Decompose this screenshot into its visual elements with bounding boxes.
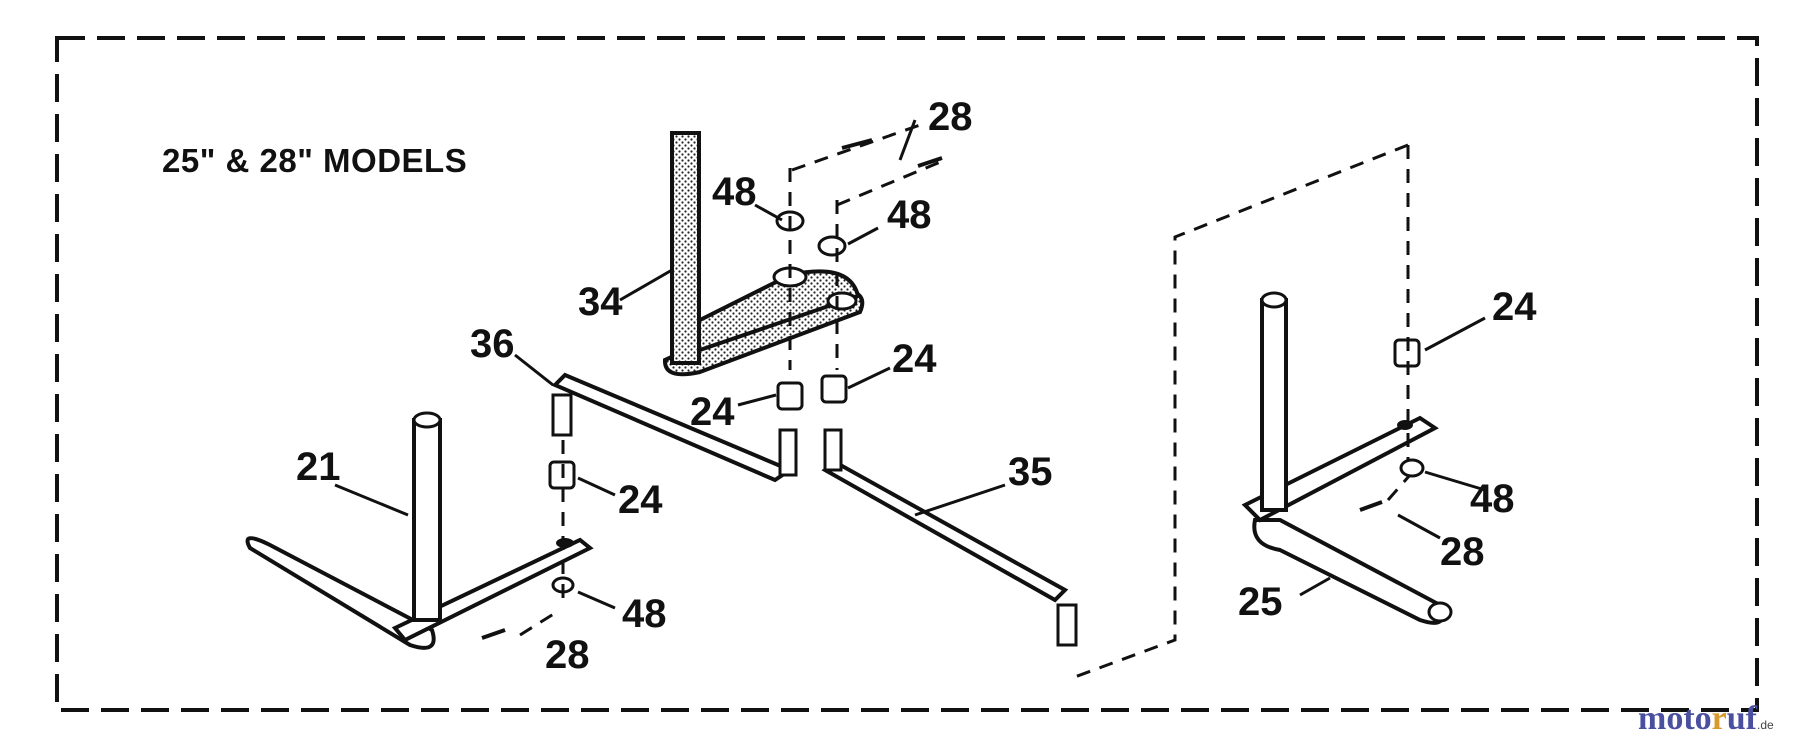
callout-35: 35 <box>1008 450 1053 494</box>
callout-48-far-right: 48 <box>1470 477 1515 521</box>
part-34-steering-bracket <box>663 131 865 377</box>
watermark-tld: .de <box>1756 718 1774 732</box>
watermark-part2: r <box>1711 700 1727 737</box>
callout-24-mid-left: 24 <box>690 390 735 434</box>
callout-36: 36 <box>470 322 515 366</box>
hardware-cotter-pins <box>481 138 1383 640</box>
callout-24-far-right: 24 <box>1492 285 1537 329</box>
part-25-right-spindle <box>1241 291 1453 625</box>
watermark-part3: uf <box>1726 700 1757 737</box>
callout-24-lower: 24 <box>618 478 663 522</box>
callout-21: 21 <box>296 445 341 489</box>
part-35-tie-rod <box>821 428 1078 647</box>
callout-25: 25 <box>1238 580 1283 624</box>
callout-48-left: 48 <box>712 170 757 214</box>
watermark-logo: motoruf.de <box>1638 700 1774 738</box>
assembly-dashed-lines <box>519 123 1412 680</box>
callout-48-lower: 48 <box>622 592 667 636</box>
part-36-drag-link <box>551 372 798 483</box>
callout-34: 34 <box>578 280 623 324</box>
callout-24-mid-right: 24 <box>892 337 937 381</box>
callout-leaders <box>334 119 1486 610</box>
callout-28-lower: 28 <box>545 633 590 677</box>
callout-28-far-right: 28 <box>1440 530 1485 574</box>
callout-28-top: 28 <box>928 95 973 139</box>
models-title: 25" & 28" MODELS <box>162 142 468 179</box>
dashed-frame <box>55 36 1759 712</box>
hardware-bushings-washers <box>548 210 1425 594</box>
callout-48-right: 48 <box>887 193 932 237</box>
watermark-part1: moto <box>1638 700 1712 737</box>
part-21-left-spindle <box>245 411 594 650</box>
